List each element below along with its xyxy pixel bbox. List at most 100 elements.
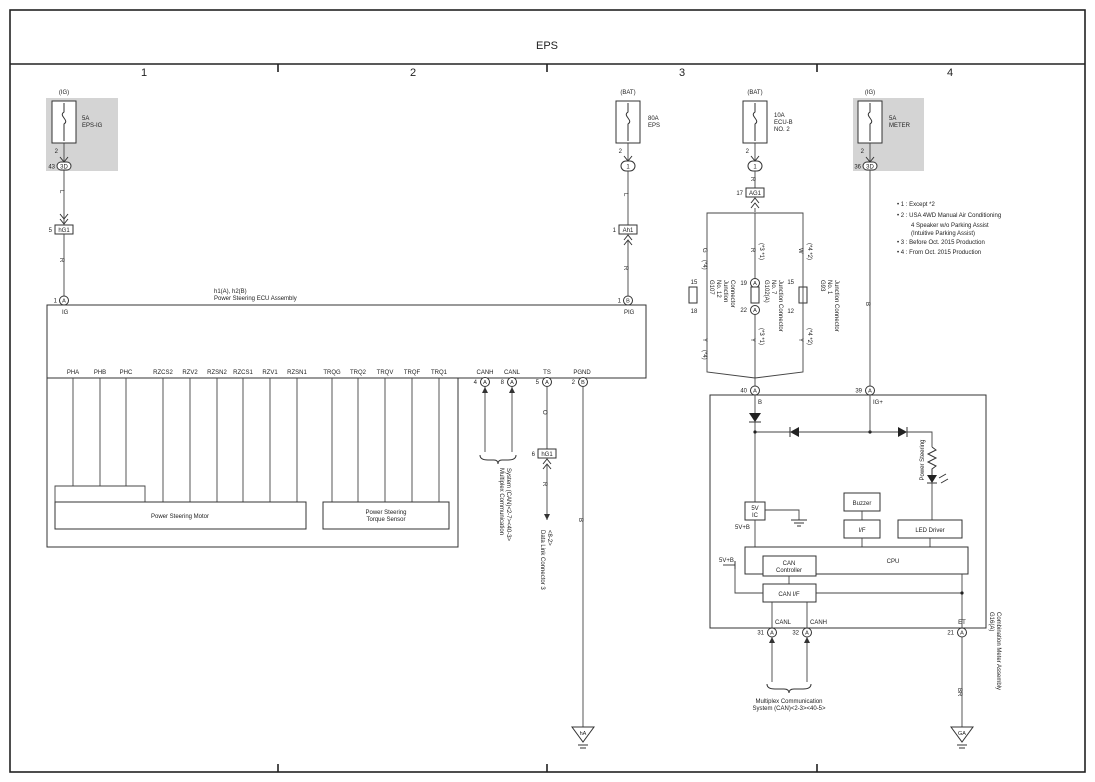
ecu-name: Power Steering ECU Assembly: [214, 296, 297, 302]
terminal-label: RZSN1: [287, 370, 307, 376]
mpx-left-1: Multiplex Communication: [498, 468, 504, 535]
ground-ha-icon: hA: [571, 726, 595, 749]
svg-text:(*4 *2): (*4 *2): [806, 328, 812, 345]
svg-text:36: 36: [854, 165, 861, 171]
brace-icon: [479, 454, 517, 465]
junction-g102a: A 19 A 22 G102(A) No. 7 Junction Connect…: [740, 278, 783, 332]
sensor-label-2: Torque Sensor: [366, 517, 405, 523]
motor-label: Power Steering Motor: [151, 514, 209, 520]
ecu-box: [46, 304, 647, 379]
svg-text:1: 1: [753, 165, 757, 171]
svg-text:GA: GA: [958, 731, 966, 737]
svg-text:Connector: Connector: [729, 280, 735, 308]
svg-text:I/F: I/F: [859, 528, 866, 534]
svg-text:Buzzer: Buzzer: [853, 501, 872, 507]
terminal-label: RZCS2: [153, 370, 173, 376]
column-label: 4: [947, 67, 953, 79]
svg-text:CPU: CPU: [887, 559, 900, 565]
svg-text:METER: METER: [889, 123, 911, 129]
terminal-label: TRQG: [323, 370, 341, 376]
arrow-up-icon: [804, 637, 810, 643]
svg-text:22: 22: [740, 308, 747, 314]
wire-merge: [706, 315, 804, 386]
svg-text:B: B: [581, 380, 585, 386]
svg-text:17: 17: [736, 191, 743, 197]
svg-text:1: 1: [618, 299, 622, 305]
fuse-name: EPS-IG: [82, 123, 103, 129]
wire-color: R: [749, 177, 755, 182]
svg-text:2: 2: [746, 149, 750, 155]
svg-text:(*4 *2): (*4 *2): [806, 243, 812, 260]
terminal-label: CANH: [476, 370, 493, 376]
svg-text:(BAT): (BAT): [620, 90, 635, 96]
led-icon: [927, 475, 937, 483]
svg-text:G102(A): G102(A): [763, 280, 769, 303]
fuse-source: (IG): [59, 90, 69, 96]
svg-text:R: R: [749, 248, 755, 253]
sensor-label-1: Power Steering: [365, 510, 406, 516]
svg-text:4: 4: [474, 380, 478, 386]
diode-icon: [790, 427, 799, 437]
svg-text:B: B: [864, 302, 870, 306]
svg-text:5: 5: [536, 380, 540, 386]
terminal-label: RZV1: [262, 370, 278, 376]
mpx-bottom-2: System (CAN)<2-3><40-5>: [752, 706, 826, 712]
svg-text:CAN I/F: CAN I/F: [778, 592, 800, 598]
ground-ga-icon: GA: [950, 726, 974, 749]
light-rays-icon: [938, 473, 949, 484]
svg-text:CANH: CANH: [810, 620, 827, 626]
terminal-label: TRQ1: [431, 370, 448, 376]
mpx-left-2: System (CAN)<2-7><40-3>: [505, 468, 511, 542]
arrow-up-icon: [482, 387, 488, 393]
terminal-label: RZSN2: [207, 370, 227, 376]
terminal-label: CANL: [504, 370, 521, 376]
svg-text:Y: Y: [749, 338, 755, 342]
svg-text:Controller: Controller: [776, 568, 802, 574]
svg-text:CANL: CANL: [775, 620, 792, 626]
wire-color: R: [622, 266, 628, 271]
svg-text:5V+B: 5V+B: [735, 525, 750, 531]
fuse-ecu-b-no2: (BAT) 10A ECU-B NO. 2 2 1: [742, 90, 793, 172]
svg-text:Ah1: Ah1: [623, 228, 634, 234]
motor-leads: [54, 378, 298, 502]
svg-text:6: 6: [532, 452, 536, 458]
pin-ts: A 5: [536, 377, 552, 387]
svg-text:ECU-B: ECU-B: [774, 120, 793, 126]
pin-pgnd: B 2: [572, 377, 588, 387]
svg-text:BR: BR: [956, 688, 962, 697]
svg-text:2: 2: [572, 380, 576, 386]
svg-text:8: 8: [501, 380, 505, 386]
terminal-label: PHA: [67, 370, 79, 376]
terminal-label: TRQF: [404, 370, 421, 376]
column-label: 3: [679, 67, 685, 79]
pin-ig: A 1: [54, 295, 69, 306]
sensor-leads: [331, 378, 440, 502]
svg-text:80A: 80A: [648, 116, 659, 122]
svg-text:G16(A): G16(A): [988, 612, 994, 631]
svg-text:• 1 : Except *2: • 1 : Except *2: [897, 202, 935, 208]
svg-text:(*3 *1): (*3 *1): [758, 328, 764, 345]
svg-text:4 Speaker w/o Parking Assist: 4 Speaker w/o Parking Assist: [911, 223, 989, 229]
svg-text:39: 39: [855, 389, 862, 395]
svg-text:32: 32: [792, 631, 799, 637]
svg-text:(BAT): (BAT): [747, 90, 762, 96]
terminal-label: PHC: [120, 370, 133, 376]
svg-text:Y: Y: [797, 338, 803, 342]
svg-text:B: B: [626, 299, 630, 305]
terminal-label: RZCS1: [233, 370, 253, 376]
inline-connector-icon: [59, 213, 69, 225]
svg-text:2: 2: [619, 149, 623, 155]
svg-text:A: A: [960, 631, 964, 637]
connector-hg1-6: hG1 6: [532, 448, 557, 459]
svg-text:• 4 : From Oct. 2015 Producti: • 4 : From Oct. 2015 Production: [897, 250, 981, 256]
connector-id: hG1: [58, 228, 70, 234]
svg-text:5V: 5V: [751, 506, 758, 512]
terminal-label: TRQV: [377, 370, 394, 376]
mpx-bottom-1: Multiplex Communication: [755, 699, 822, 705]
meter-internal-wiring: Power Steering: [749, 395, 949, 520]
svg-text:A: A: [753, 308, 757, 314]
ecu-internal-outline: [46, 377, 459, 548]
svg-text:hA: hA: [580, 731, 587, 737]
svg-text:(IG): (IG): [865, 90, 875, 96]
svg-text:No. 12: No. 12: [715, 280, 721, 298]
